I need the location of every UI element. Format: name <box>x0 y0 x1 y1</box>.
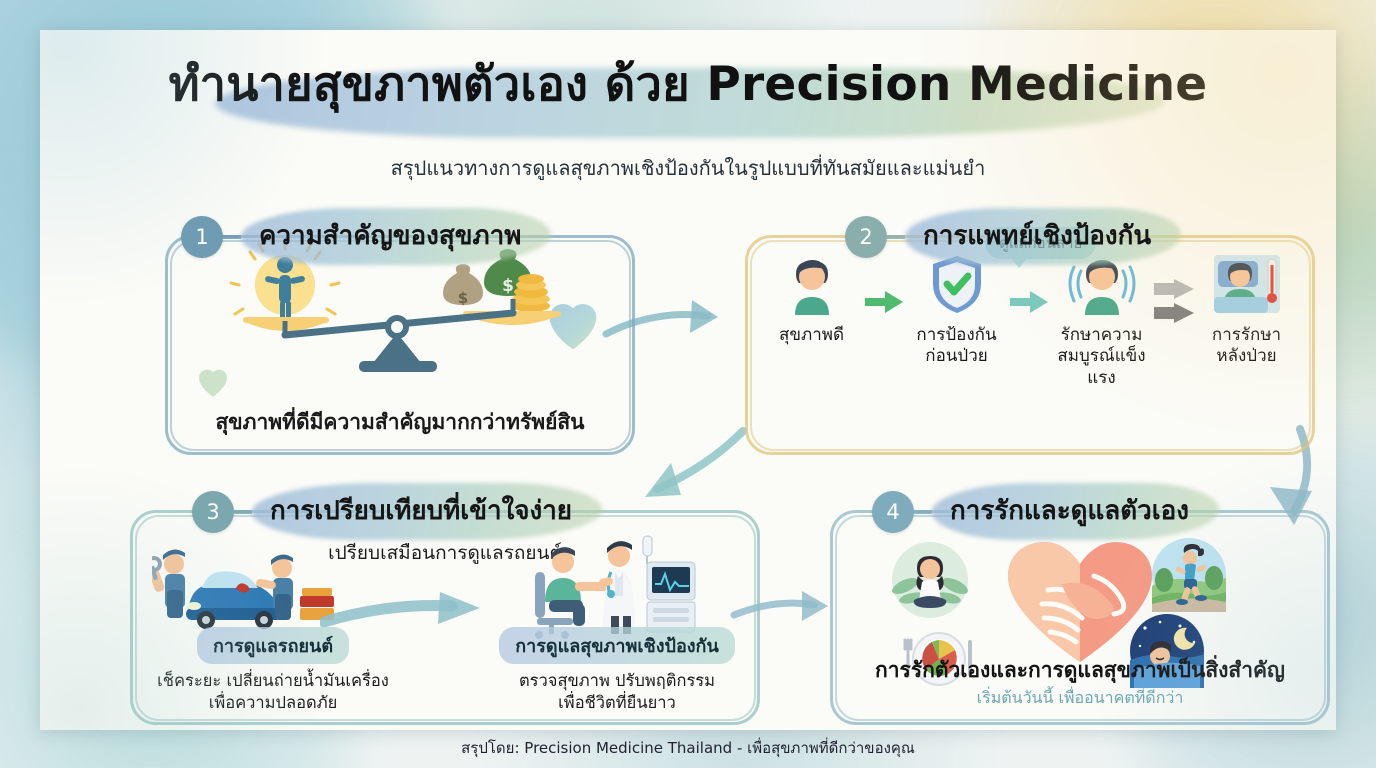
panel-header: 3 การเปรียบเทียบที่เข้าใจง่าย <box>192 483 603 540</box>
panel-easy-comparison[interactable]: 3 การเปรียบเทียบที่เข้าใจง่าย <box>130 483 760 725</box>
panel1-caption: สุขภาพที่ดีมีความสำคัญมากกว่าทรัพย์สิน <box>215 410 585 434</box>
panel-connector <box>234 509 252 514</box>
panel-title-brush <box>241 208 552 265</box>
svg-text:$: $ <box>502 276 514 296</box>
panel-title: การรักและดูแลตัวเอง <box>950 496 1189 526</box>
meditation-icon <box>892 542 968 618</box>
panel-number-badge: 2 <box>845 215 887 258</box>
running-icon <box>1152 538 1226 612</box>
flow-step-label: การป้องกันก่อนป่วย <box>916 325 997 367</box>
panel-health-importance[interactable]: 1 ความสำคัญของสุขภาพ <box>165 208 635 455</box>
comparison-arrow <box>320 592 480 628</box>
healthy-meal-icon <box>903 632 972 686</box>
car-service-icon <box>152 549 334 629</box>
panel-title-brush <box>932 483 1219 540</box>
shield-check-icon <box>932 256 981 313</box>
flow-step-label: การรักษาหลังป่วย <box>1211 325 1282 367</box>
panel-title: การแพทย์เชิงป้องกัน <box>923 221 1152 251</box>
panel-header: 4 การรักและดูแลตัวเอง <box>872 483 1219 540</box>
panel4-caption: การรักตัวเองและการดูแลสุขภาพเป็นสิ่งสำคั… <box>875 658 1285 682</box>
svg-text:$: $ <box>458 289 468 307</box>
flow-step-prevention[interactable]: การป้องกันก่อนป่วย <box>904 253 1009 368</box>
comparison-right: การดูแลสุขภาพเชิงป้องกัน ตรวจสุขภาพ ปรับ… <box>482 627 752 713</box>
panel-title-brush <box>905 208 1182 265</box>
healthy-person-icon <box>794 260 829 315</box>
sleep-icon <box>1130 614 1204 688</box>
handshake-heart-icon <box>1008 542 1152 662</box>
panel-preventive-medicine[interactable]: 2 การแพทย์เชิงป้องกัน ดูแลก่อนสาย <box>745 208 1315 455</box>
panel-connector <box>887 234 905 239</box>
chip-car-care: การดูแลรถยนต์ <box>196 627 350 665</box>
header: ทำนายสุขภาพตัวเอง ด้วย Precision Medicin… <box>40 57 1336 138</box>
runner <box>1176 544 1207 605</box>
comparison-right-desc: ตรวจสุขภาพ ปรับพฤติกรรมเพื่อชีวิตที่ยืนย… <box>518 671 716 712</box>
flow-step-healthy[interactable]: สุขภาพดี <box>759 253 864 346</box>
title-brush-stroke <box>215 68 1165 138</box>
vital-person-icon <box>1068 260 1135 315</box>
flow-arrow-1 <box>864 253 904 313</box>
footer-credit: สรุปโดย: Precision Medicine Thailand - เ… <box>461 739 915 757</box>
coins-icon <box>512 274 550 312</box>
patient-figure <box>545 547 609 626</box>
panel-header: 1 ความสำคัญของสุขภาพ <box>181 208 552 265</box>
car-shape <box>186 571 282 629</box>
panel-title: ความสำคัญของสุขภาพ <box>259 221 522 251</box>
flow-arrow-3 <box>1154 253 1194 327</box>
prevention-flow: สุขภาพดี การป้องกันก่อนป่วย <box>759 253 1305 389</box>
panel-title-brush <box>252 483 603 540</box>
doctor-figure <box>599 541 635 634</box>
flow-step-treatment[interactable]: การรักษาหลังป่วย <box>1194 253 1299 368</box>
flow-step-label: สุขภาพดี <box>779 325 844 345</box>
paper-card: ทำนายสุขภาพตัวเอง ด้วย Precision Medicin… <box>40 30 1336 730</box>
panel4-subcaption: เริ่มต้นวันนี้ เพื่ออนาคตที่ดีกว่า <box>976 688 1184 707</box>
flow-step-label: รักษาความสมบูรณ์แข็งแรง <box>1057 325 1146 388</box>
panel-connector <box>223 234 241 239</box>
panel-header: 2 การแพทย์เชิงป้องกัน <box>845 208 1182 265</box>
panel-self-care[interactable]: 4 การรักและดูแลตัวเอง <box>830 483 1330 725</box>
panel-title: การเปรียบเทียบที่เข้าใจง่าย <box>270 496 573 526</box>
panel-number-badge: 3 <box>192 490 234 533</box>
mechanic-right <box>236 554 293 620</box>
page-title: ทำนายสุขภาพตัวเอง ด้วย Precision Medicin… <box>168 57 1208 112</box>
panel-number-badge: 1 <box>181 215 223 258</box>
page-subtitle: สรุปแนวทางการดูแลสุขภาพเชิงป้องกันในรูปแ… <box>390 156 986 180</box>
arrow-panel2-to-panel3 <box>645 427 747 497</box>
doctor-checkup-icon <box>535 535 696 639</box>
flow-step-wellness[interactable]: รักษาความสมบูรณ์แข็งแรง <box>1049 253 1154 389</box>
comparison-left: การดูแลรถยนต์ เช็คระยะ เปลี่ยนถ่ายน้ำมัน… <box>138 627 408 713</box>
panel-number-badge: 4 <box>872 490 914 533</box>
balance-scale-illustration: $ $ <box>229 243 561 372</box>
flow-arrow-2 <box>1009 253 1049 313</box>
medical-monitor <box>642 535 696 633</box>
mechanic-left <box>152 549 185 618</box>
hospital-bed-icon <box>1213 255 1280 313</box>
panel-connector <box>914 509 932 514</box>
comparison-left-desc: เช็คระยะ เปลี่ยนถ่ายน้ำมันเครื่องเพื่อคว… <box>157 671 389 712</box>
chip-preventive-care: การดูแลสุขภาพเชิงป้องกัน <box>499 627 735 665</box>
comparison-note: เปรียบเสมือนการดูแลรถยนต์ <box>328 542 562 564</box>
